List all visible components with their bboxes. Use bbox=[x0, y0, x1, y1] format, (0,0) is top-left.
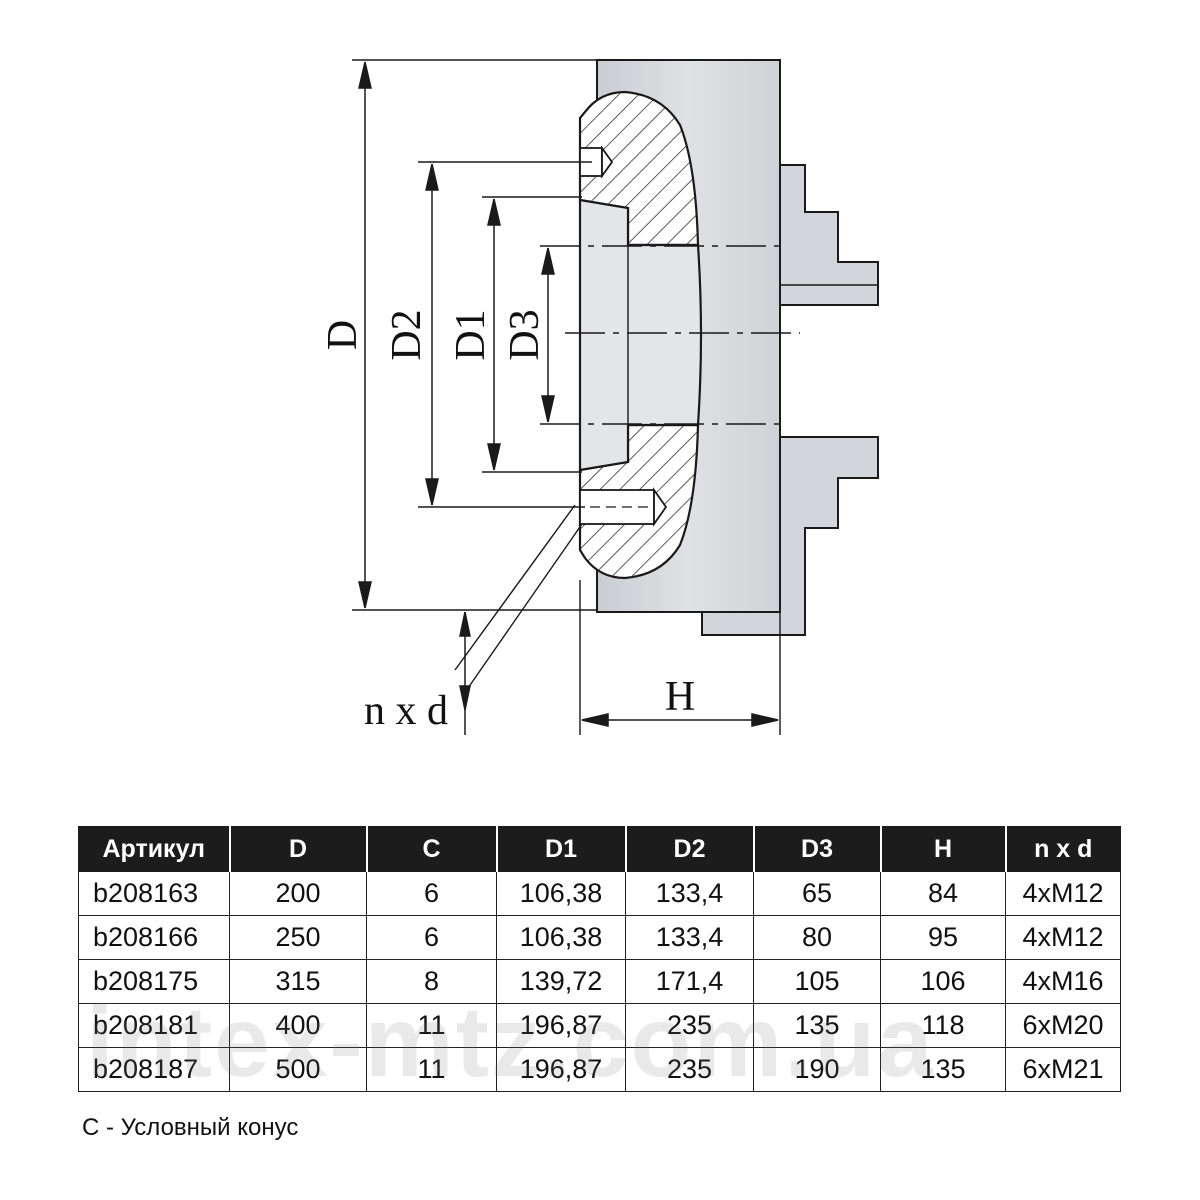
adapter-flange-section bbox=[578, 90, 703, 580]
table-cell: 6 bbox=[366, 871, 497, 916]
footnote: С - Условный конус bbox=[82, 1114, 299, 1141]
table-cell: 500 bbox=[229, 1047, 367, 1092]
table-cell: 196,87 bbox=[496, 1047, 626, 1092]
extension-lines bbox=[352, 59, 781, 735]
table-cell: 4xM16 bbox=[1005, 959, 1121, 1004]
column-header: C bbox=[366, 826, 498, 872]
table-cell: 196,87 bbox=[496, 1003, 626, 1048]
centre-lines bbox=[540, 245, 800, 425]
table-cell: 105 bbox=[753, 959, 881, 1004]
column-header: D2 bbox=[625, 826, 755, 872]
table-cell: 250 bbox=[229, 915, 367, 960]
table-cell: 118 bbox=[880, 1003, 1006, 1048]
label-D: D bbox=[320, 320, 366, 350]
column-header: D bbox=[229, 826, 368, 872]
table-cell: 11 bbox=[366, 1003, 497, 1048]
dimension-labels: D D2 D1 D3 n x d H bbox=[320, 309, 695, 734]
column-header: D1 bbox=[496, 826, 627, 872]
column-header: D3 bbox=[753, 826, 882, 872]
table-cell: 139,72 bbox=[496, 959, 626, 1004]
column-header: n x d bbox=[1005, 826, 1121, 872]
table-cell: 200 bbox=[229, 871, 367, 916]
table-cell: b208166 bbox=[78, 915, 230, 960]
table-cell: 8 bbox=[366, 959, 497, 1004]
table-cell: 65 bbox=[753, 871, 881, 916]
table-cell: 190 bbox=[753, 1047, 881, 1092]
label-D2: D2 bbox=[384, 309, 430, 360]
table-cell: 400 bbox=[229, 1003, 367, 1048]
column-header: Артикул bbox=[78, 826, 231, 872]
table-cell: b208163 bbox=[78, 871, 230, 916]
table-cell: 235 bbox=[625, 1047, 754, 1092]
label-D3: D3 bbox=[502, 309, 548, 360]
column-header: H bbox=[880, 826, 1007, 872]
table-cell: 4xM12 bbox=[1005, 915, 1121, 960]
lower-jaw bbox=[701, 436, 879, 636]
table-cell: 171,4 bbox=[625, 959, 754, 1004]
dimension-lines bbox=[358, 61, 779, 735]
table-cell: b208187 bbox=[78, 1047, 230, 1092]
table-cell: 106 bbox=[880, 959, 1006, 1004]
table-cell: 11 bbox=[366, 1047, 497, 1092]
table-cell: 6 bbox=[366, 915, 497, 960]
label-H: H bbox=[665, 674, 695, 720]
table-cell: 80 bbox=[753, 915, 881, 960]
table-cell: 106,38 bbox=[496, 915, 626, 960]
table-cell: 4xM12 bbox=[1005, 871, 1121, 916]
table-cell: 235 bbox=[625, 1003, 754, 1048]
table-cell: 133,4 bbox=[625, 915, 754, 960]
table-cell: 6xM20 bbox=[1005, 1003, 1121, 1048]
table-cell: 133,4 bbox=[625, 871, 754, 916]
table-cell: 135 bbox=[880, 1047, 1006, 1092]
table-cell: 106,38 bbox=[496, 871, 626, 916]
upper-jaw bbox=[779, 164, 879, 306]
table-cell: 95 bbox=[880, 915, 1006, 960]
chuck-technical-drawing: D D2 D1 D3 n x d H bbox=[320, 59, 879, 735]
label-nxd: n x d bbox=[364, 688, 448, 734]
table-cell: 6xM21 bbox=[1005, 1047, 1121, 1092]
table-cell: b208181 bbox=[78, 1003, 230, 1048]
table-cell: 135 bbox=[753, 1003, 881, 1048]
table-cell: b208175 bbox=[78, 959, 230, 1004]
table-cell: 315 bbox=[229, 959, 367, 1004]
table-cell: 84 bbox=[880, 871, 1006, 916]
label-D1: D1 bbox=[448, 309, 494, 360]
